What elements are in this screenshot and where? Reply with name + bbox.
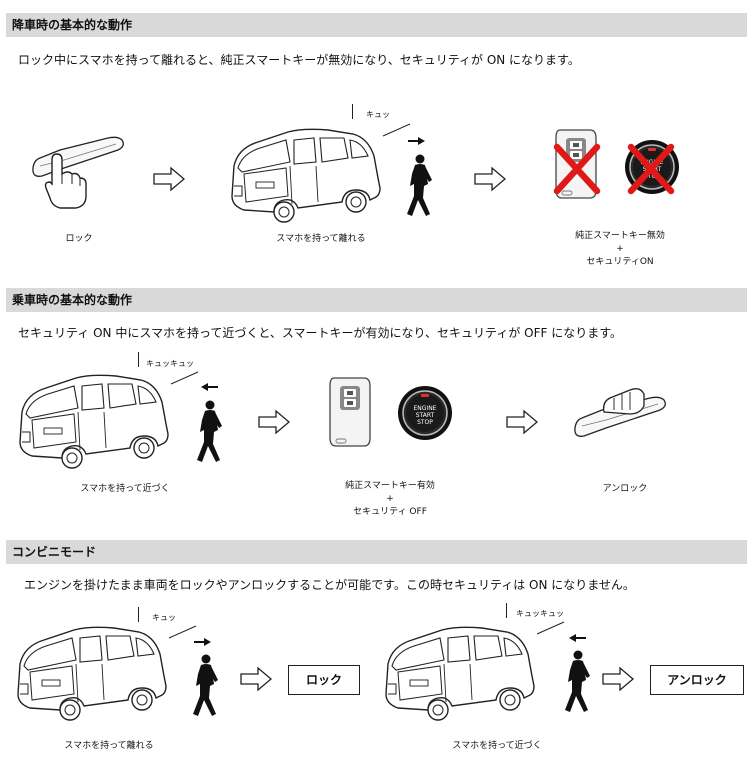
section-title-convenience: コンビニモード xyxy=(6,540,747,564)
walking-person-icon xyxy=(407,154,432,216)
signal-line xyxy=(536,621,565,635)
section-title-enter: 乗車時の基本的な動作 xyxy=(6,288,747,312)
caption-lock: ロック xyxy=(65,234,93,244)
sound-tick xyxy=(506,603,507,618)
signal-line xyxy=(382,123,411,137)
car-icon xyxy=(17,626,167,721)
caption-result-plus: + xyxy=(386,494,394,504)
button-text-engine: ENGINE xyxy=(414,405,437,412)
car-icon xyxy=(231,128,381,223)
signal-line xyxy=(170,371,199,385)
sound-tick xyxy=(138,352,139,367)
flow-arrow-icon xyxy=(240,667,272,691)
signal-line xyxy=(168,625,197,639)
section-description-exit: ロック中にスマホを持って離れると、純正スマートキーが無効になり、セキュリティが … xyxy=(18,53,580,67)
section-description-enter: セキュリティ ON 中にスマホを持って近づくと、スマートキーが有効になり、セキュ… xyxy=(18,326,623,340)
caption-walk-away: スマホを持って離れる xyxy=(276,234,366,244)
section-title-exit: 降車時の基本的な動作 xyxy=(6,13,747,37)
sound-effect: キュッ xyxy=(366,110,390,119)
flow-arrow-icon xyxy=(506,410,538,434)
walking-person-icon xyxy=(197,400,222,462)
caption-result-plus: + xyxy=(616,244,624,254)
direction-arrow-right-icon xyxy=(194,638,211,646)
caption-result-line2: セキュリティON xyxy=(586,257,654,267)
caption-approach: スマホを持って近づく xyxy=(80,484,170,494)
caption-result-line1: 純正スマートキー有効 xyxy=(345,481,435,491)
car-icon xyxy=(385,626,535,721)
flow-arrow-icon xyxy=(602,667,634,691)
walking-person-icon xyxy=(193,654,218,716)
sound-effect: キュッキュッ xyxy=(516,609,564,618)
sound-effect: キュッ xyxy=(152,613,176,622)
caption-result-line1: 純正スマートキー無効 xyxy=(575,231,665,241)
caption-unlock: アンロック xyxy=(602,484,648,494)
direction-arrow-left-icon xyxy=(201,383,218,391)
button-text-stop: STOP xyxy=(644,173,660,180)
flow-arrow-icon xyxy=(153,167,185,191)
caption-result-line2: セキュリティ OFF xyxy=(353,507,427,517)
button-text-stop: STOP xyxy=(417,419,433,426)
result-box-lock: ロック xyxy=(288,665,360,695)
cross-mark-icon xyxy=(627,143,677,197)
result-box-unlock: アンロック xyxy=(650,665,744,695)
car-icon xyxy=(19,374,169,469)
hand-icon xyxy=(602,388,645,415)
cross-mark-icon xyxy=(553,143,603,197)
direction-arrow-right-icon xyxy=(408,137,425,145)
sound-effect: キュッキュッ xyxy=(146,359,194,368)
caption-approach: スマホを持って近づく xyxy=(452,741,542,751)
flow-arrow-icon xyxy=(258,410,290,434)
engine-start-button-icon: ENGINE START STOP xyxy=(397,385,453,441)
direction-arrow-left-icon xyxy=(569,634,586,642)
sound-tick xyxy=(352,104,353,119)
walking-person-icon xyxy=(565,650,590,712)
section-description-convenience: エンジンを掛けたまま車両をロックやアンロックすることが可能です。この時セキュリテ… xyxy=(24,578,635,592)
sound-tick xyxy=(138,607,139,622)
button-text-engine: ENGINE xyxy=(641,159,664,166)
caption-walk-away: スマホを持って離れる xyxy=(64,741,154,751)
button-text-start: START xyxy=(416,412,435,419)
smart-key-icon xyxy=(329,377,371,447)
flow-arrow-icon xyxy=(474,167,506,191)
hand-icon xyxy=(44,153,87,209)
